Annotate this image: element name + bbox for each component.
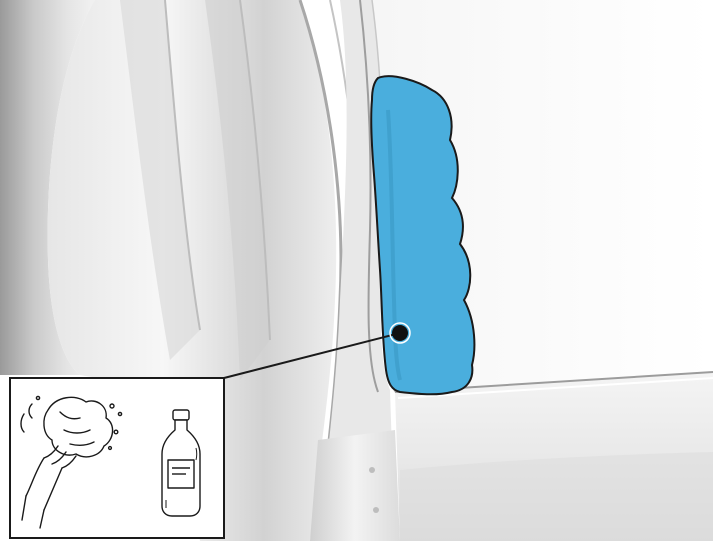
mud-flap-fastener [369,467,375,473]
mud-flap-fastener [373,507,379,513]
mud-flap [310,430,400,541]
callout-dot [392,325,408,341]
